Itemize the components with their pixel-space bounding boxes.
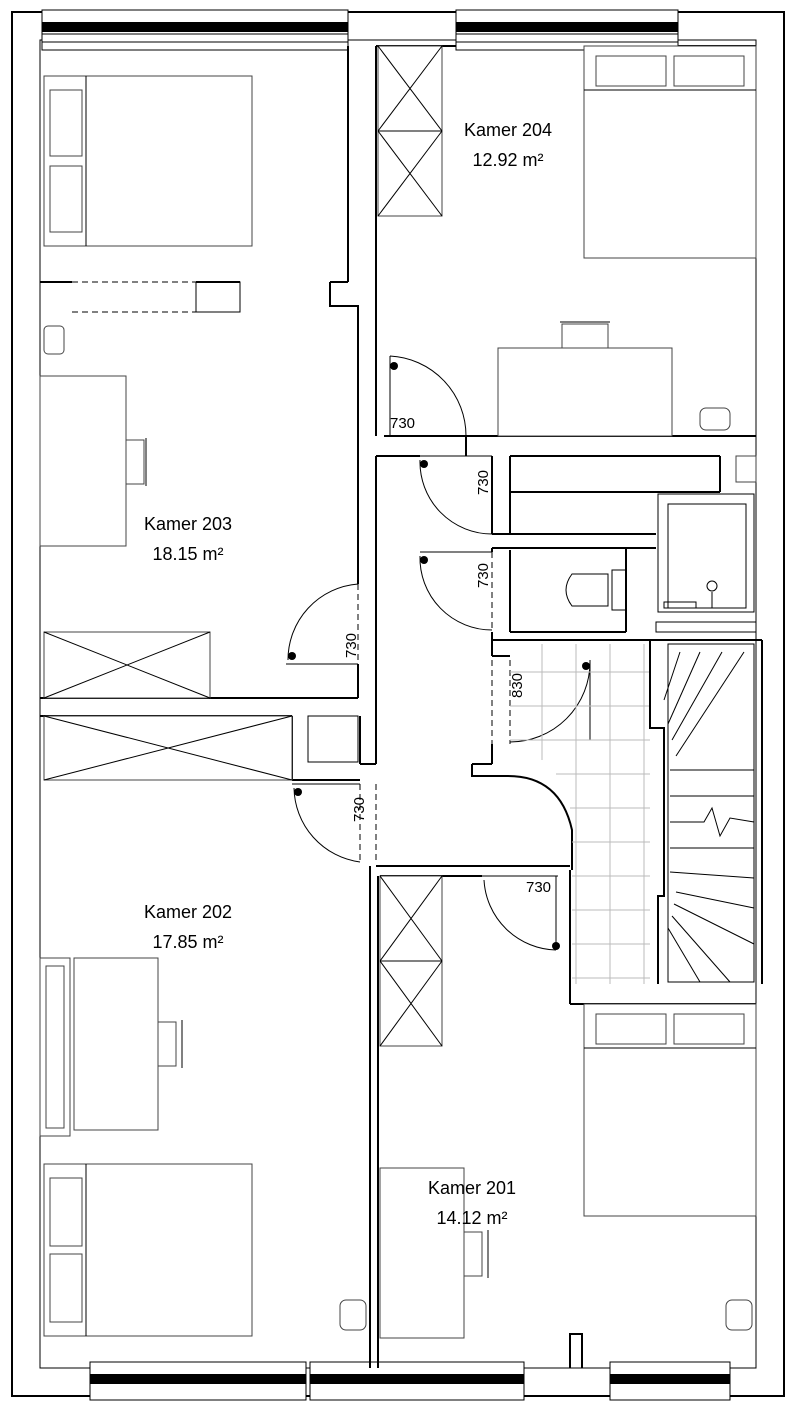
door-202-dimension: 730: [351, 797, 368, 822]
desk-203: [39, 375, 127, 547]
room-202-name: Kamer 202: [144, 902, 232, 922]
room-202-area: 17.85 m²: [152, 932, 223, 952]
door-201-dimension: 730: [526, 879, 551, 896]
room-202-furniture: [39, 715, 367, 1337]
door-203-dimension: 730: [343, 633, 360, 658]
door-leaves: [357, 435, 562, 877]
window-bottom-middle: [309, 1361, 525, 1401]
room-201-name: Kamer 201: [428, 1178, 516, 1198]
bathroom-tiles: [510, 644, 650, 984]
room-203-furniture: [39, 325, 211, 699]
door-storage-dimension: 730: [475, 470, 492, 495]
room-203-name: Kamer 203: [144, 514, 232, 534]
room-201-area: 14.12 m²: [436, 1208, 507, 1228]
room-204-furniture: [377, 45, 757, 437]
room-top-left-furniture: [43, 75, 253, 247]
door-bathroom-dimension: 830: [509, 673, 526, 698]
room-204-name: Kamer 204: [464, 120, 552, 140]
window-bottom-left: [89, 1361, 307, 1401]
door-wc-dimension: 730: [475, 563, 492, 588]
desk-204: [497, 347, 673, 437]
door-204-dimension: 730: [390, 415, 415, 432]
window-top-left: [41, 9, 349, 51]
room-203-area: 18.15 m²: [152, 544, 223, 564]
sanitary-fixtures: [565, 455, 757, 633]
staircase: [649, 640, 757, 984]
desk-201: [379, 1167, 465, 1339]
desk-202: [73, 957, 159, 1131]
door-swings: [286, 355, 591, 951]
room-204-area: 12.92 m²: [472, 150, 543, 170]
room-201-furniture: [379, 875, 757, 1339]
window-bottom-right: [609, 1361, 731, 1401]
window-top-right: [455, 9, 679, 51]
